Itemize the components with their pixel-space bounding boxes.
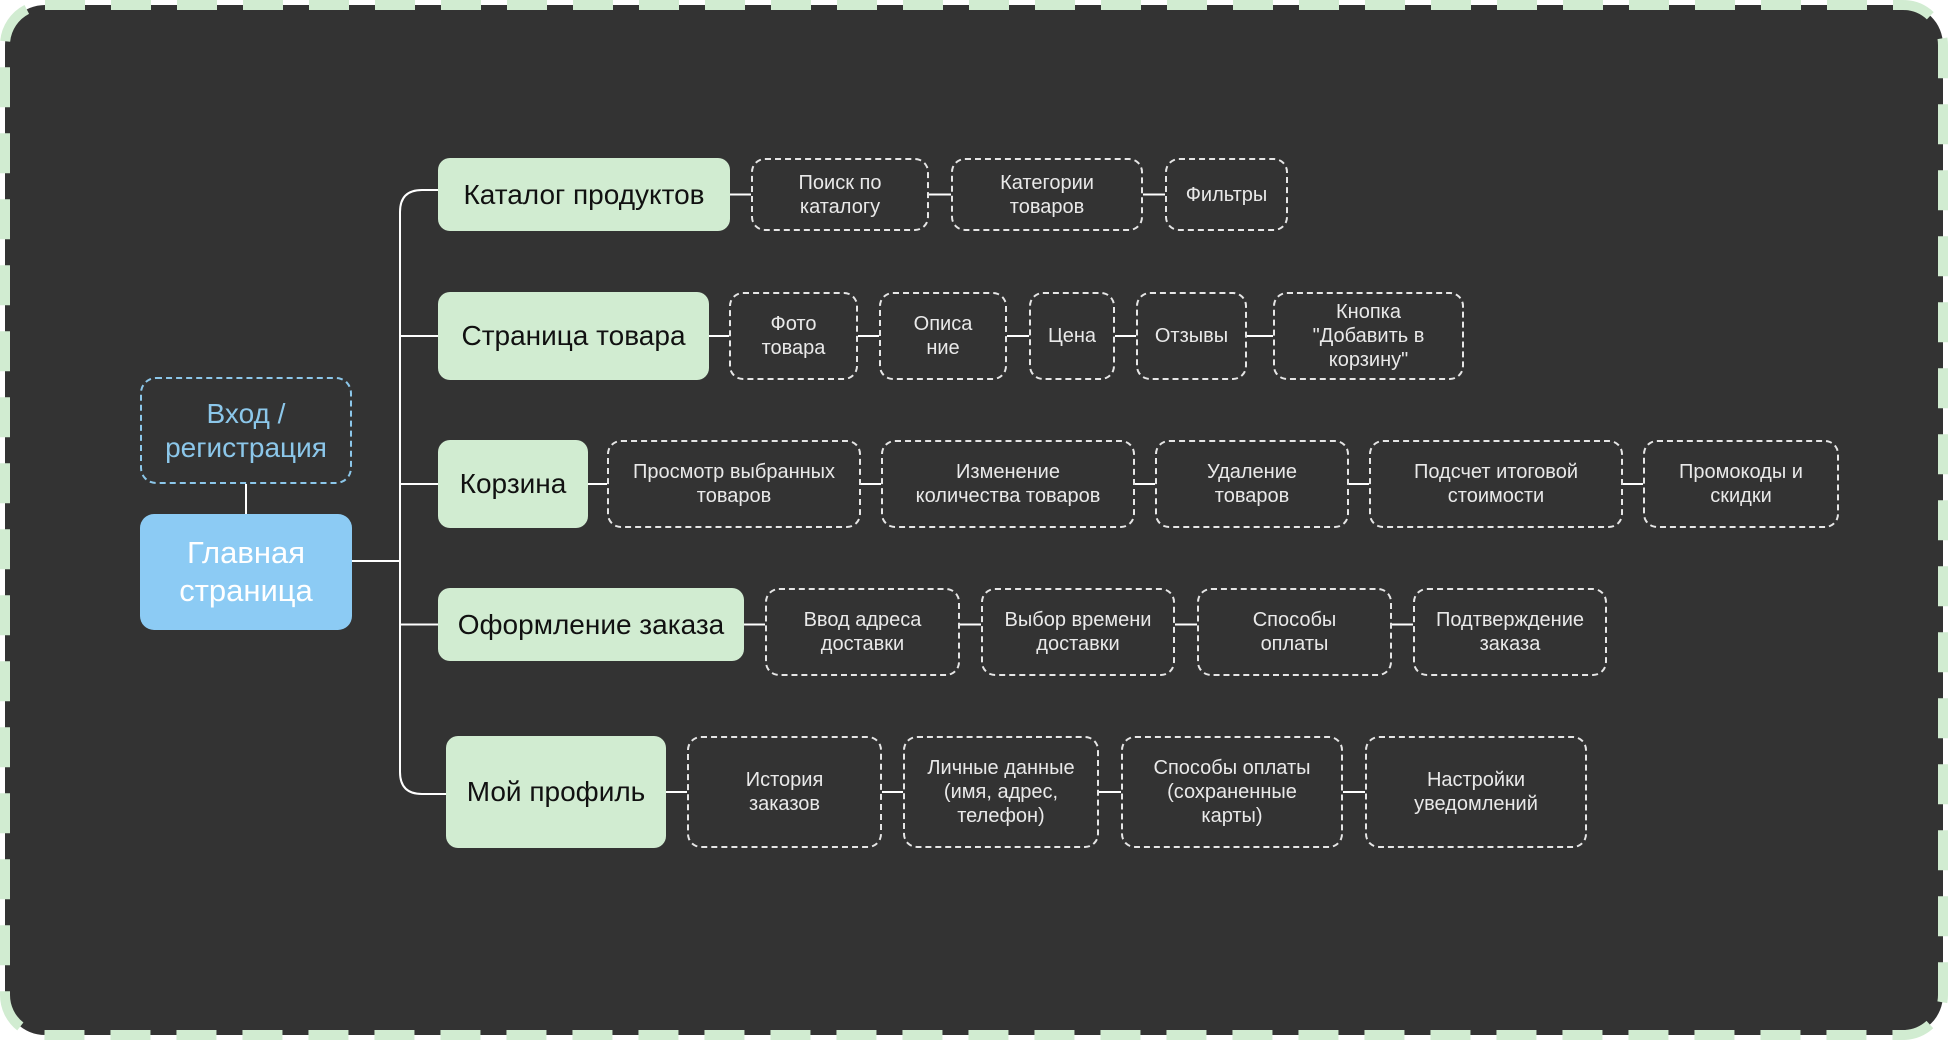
feature-node-2-0[interactable]: Просмотр выбранных товаров <box>607 440 861 528</box>
feature-node-2-2[interactable]: Удаление товаров <box>1155 440 1349 528</box>
feature-node-0-2[interactable]: Фильтры <box>1165 158 1288 231</box>
feature-node-4-3[interactable]: Настройки уведомлений <box>1365 736 1587 848</box>
root-node-home[interactable]: Главная страница <box>140 514 352 630</box>
section-node-1[interactable]: Страница товара <box>438 292 709 380</box>
feature-node-1-4[interactable]: Кнопка "Добавить в корзину" <box>1273 292 1464 380</box>
feature-node-3-3[interactable]: Подтверждение заказа <box>1413 588 1607 676</box>
feature-node-0-1[interactable]: Категории товаров <box>951 158 1143 231</box>
feature-node-1-1[interactable]: Описа ние <box>879 292 1007 380</box>
section-node-0[interactable]: Каталог продуктов <box>438 158 730 231</box>
feature-node-2-1[interactable]: Изменение количества товаров <box>881 440 1135 528</box>
feature-node-3-1[interactable]: Выбор времени доставки <box>981 588 1175 676</box>
connector-trunk <box>399 189 446 795</box>
feature-node-3-2[interactable]: Способы оплаты <box>1197 588 1392 676</box>
feature-node-1-2[interactable]: Цена <box>1029 292 1115 380</box>
section-node-3[interactable]: Оформление заказа <box>438 588 744 661</box>
section-node-2[interactable]: Корзина <box>438 440 588 528</box>
feature-node-4-2[interactable]: Способы оплаты (сохраненные карты) <box>1121 736 1343 848</box>
feature-node-1-3[interactable]: Отзывы <box>1136 292 1247 380</box>
feature-node-2-4[interactable]: Промокоды и скидки <box>1643 440 1839 528</box>
feature-node-2-3[interactable]: Подсчет итоговой стоимости <box>1369 440 1623 528</box>
feature-node-3-0[interactable]: Ввод адреса доставки <box>765 588 960 676</box>
connector-lines <box>245 189 1643 795</box>
section-node-4[interactable]: Мой профиль <box>446 736 666 848</box>
feature-node-0-0[interactable]: Поиск по каталогу <box>751 158 929 231</box>
feature-node-1-0[interactable]: Фото товара <box>729 292 858 380</box>
feature-node-4-1[interactable]: Личные данные (имя, адрес, телефон) <box>903 736 1099 848</box>
feature-node-4-0[interactable]: История заказов <box>687 736 882 848</box>
login-node[interactable]: Вход / регистрация <box>140 377 352 484</box>
